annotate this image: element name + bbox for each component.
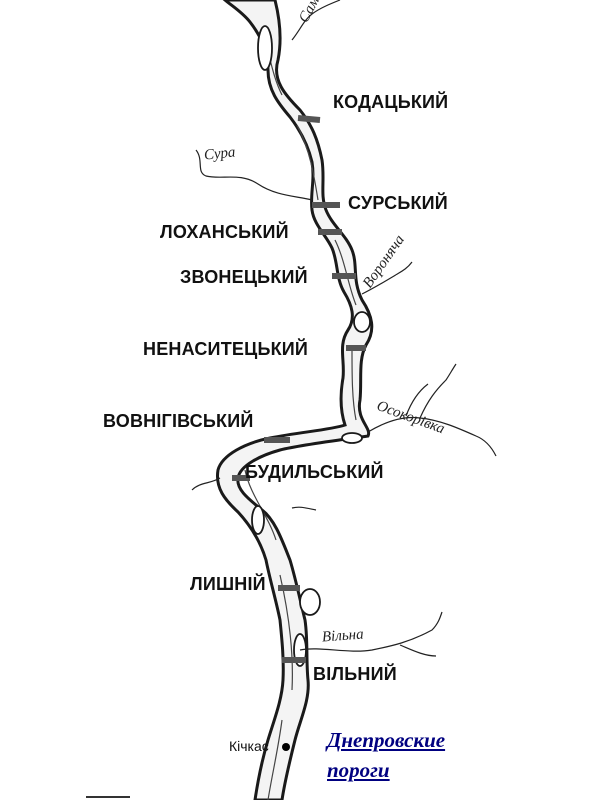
label-nenasytetskyi: НЕНАСИТЕЦЬКИЙ <box>143 339 309 359</box>
label-zvonetskyi: ЗВОНЕЦЬКИЙ <box>180 267 308 287</box>
map-title-line2: пороги <box>327 758 390 782</box>
label-kodatskyi: КОДАЦЬКИЙ <box>333 92 449 112</box>
side-creek-west <box>191 477 221 491</box>
vilna-river-line <box>299 611 443 652</box>
label-sura: Сура <box>203 144 237 164</box>
label-lokhanskyi: ЛОХАНСЬКИЙ <box>160 222 289 242</box>
kichkas-town-dot <box>282 743 290 751</box>
label-lyshnii: ЛИШНІЙ <box>190 574 266 594</box>
rapid-bands <box>232 115 366 663</box>
label-vovnihivskyi: ВОВНІГІВСЬКИЙ <box>103 411 254 431</box>
osokorivka-branch-2 <box>405 383 429 417</box>
samara-river-line <box>291 0 341 41</box>
sura-river-line <box>195 149 313 201</box>
osokorivka-river-line <box>367 416 497 457</box>
vilna-branch <box>399 644 437 657</box>
side-creek-east <box>291 506 317 511</box>
map-title-line1: Днепровские <box>327 728 446 752</box>
label-kichkas: Кічкас <box>229 738 269 754</box>
label-vilna: Вільна <box>321 626 365 646</box>
label-budylskyi: БУДИЛЬСЬКИЙ <box>245 462 384 482</box>
label-surskyi: СУРСЬКИЙ <box>348 193 448 213</box>
tributaries <box>191 0 497 657</box>
rapid-band-kodatskyi <box>297 115 321 123</box>
osokorivka-branch-1 <box>419 363 457 419</box>
voronyacha-river-line <box>361 261 413 295</box>
label-vilnyi: ВІЛЬНИЙ <box>313 664 397 684</box>
